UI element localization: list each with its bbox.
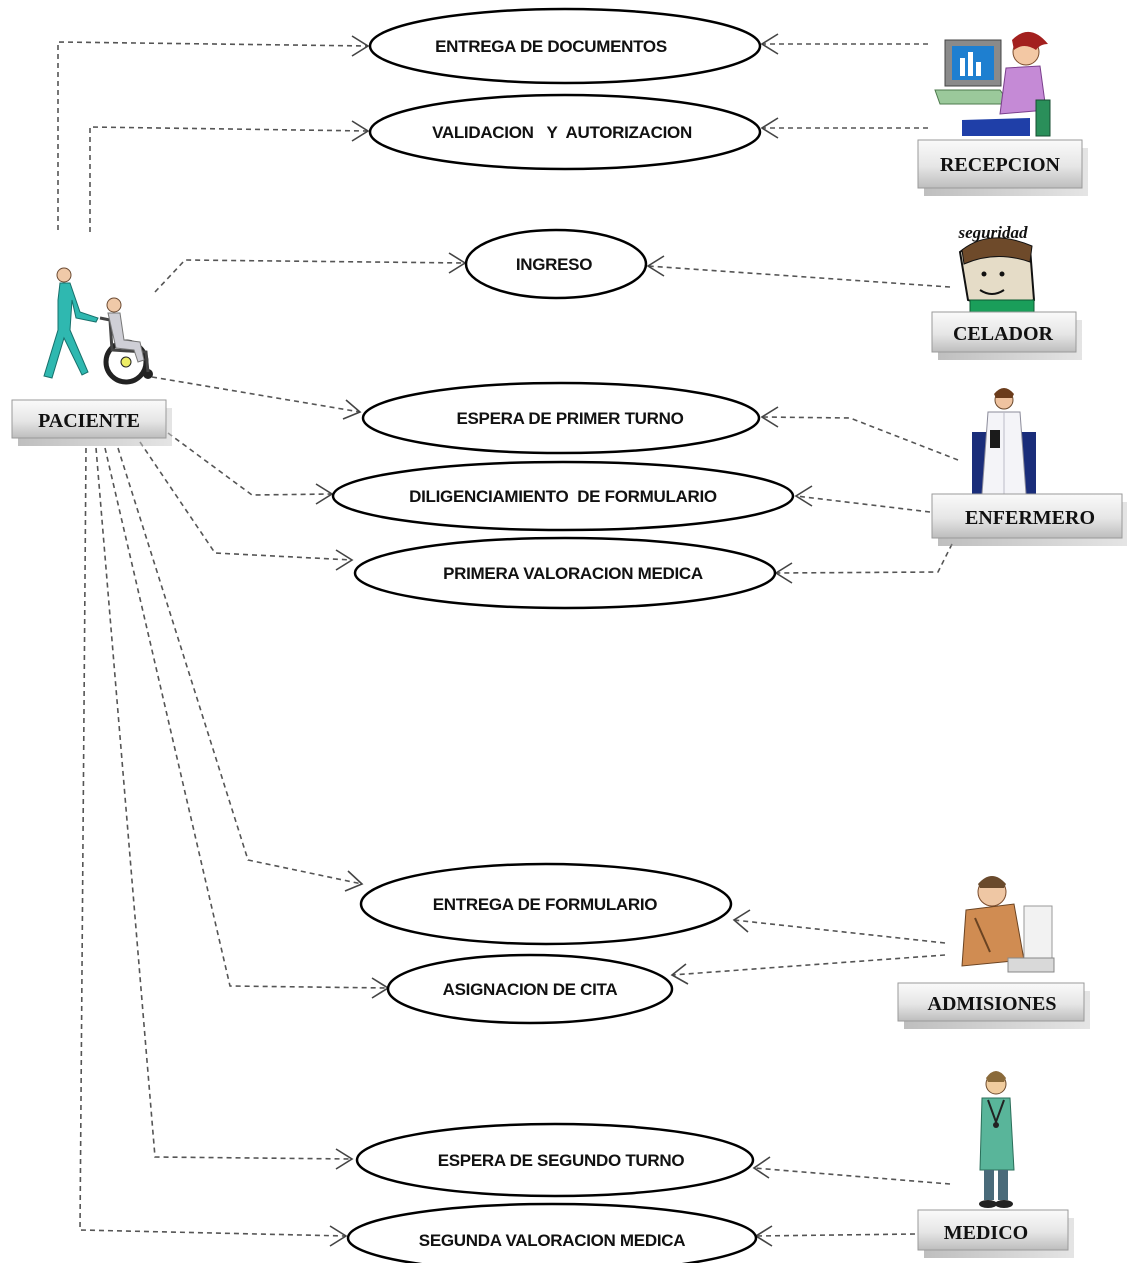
connector-enfermero-espera-primer [761, 416, 959, 461]
use-case-segunda-valoracion: SEGUNDA VALORACION MEDICA [346, 1202, 758, 1263]
security-guard-icon: seguridad [958, 223, 1036, 313]
use-case-label: INGRESO [516, 255, 592, 274]
use-cases: ENTREGA DE DOCUMENTOS VALIDACION Y AUTOR… [331, 7, 795, 1263]
actor-admisiones: ADMISIONES [897, 982, 1090, 1029]
use-case-label: ESPERA DE SEGUNDO TURNO [438, 1151, 685, 1170]
use-case-espera-segundo-turno: ESPERA DE SEGUNDO TURNO [355, 1122, 755, 1198]
connector-paciente-primera-valoracion [139, 441, 353, 561]
actor-label-admisiones: ADMISIONES [928, 993, 1057, 1015]
arrowhead-entrega-documentos-right [760, 33, 779, 55]
receptionist-computer-icon [934, 31, 1051, 137]
use-case-label: PRIMERA VALORACION MEDICA [443, 564, 703, 583]
use-case-label: ENTREGA DE FORMULARIO [433, 895, 658, 914]
connector-admisiones-asignacion [671, 954, 946, 976]
arrowhead-diligenciamiento-right [794, 485, 813, 507]
actor-paciente: PACIENTE [11, 399, 172, 446]
connector-paciente-entrega-formulario [117, 447, 363, 885]
connector-medico-segunda-valoracion [755, 1233, 916, 1237]
connector-paciente-entrega-documentos [57, 41, 369, 230]
arrowhead-entrega-documentos-left [351, 35, 370, 57]
arrowhead-espera-primer-right [760, 406, 779, 428]
use-case-primera-valoracion: PRIMERA VALORACION MEDICA [353, 536, 777, 610]
actor-celador: CELADOR [931, 311, 1082, 360]
use-case-label: VALIDACION Y AUTORIZACION [432, 123, 692, 142]
arrowhead-espera-segundo-left [335, 1148, 354, 1170]
use-case-validacion: VALIDACION Y AUTORIZACION [368, 93, 762, 171]
arrowhead-asignacion-right [670, 963, 689, 985]
actor-label-paciente: PACIENTE [38, 410, 140, 432]
actor-label-medico: MEDICO [944, 1222, 1028, 1244]
connector-paciente-segunda-valoracion [79, 447, 347, 1237]
security-badge-text: seguridad [958, 223, 1028, 242]
use-case-label: ESPERA DE PRIMER TURNO [456, 409, 683, 428]
use-case-label: ENTREGA DE DOCUMENTOS [435, 37, 667, 56]
use-case-diligenciamiento: DILIGENCIAMIENTO DE FORMULARIO [331, 460, 795, 532]
arrowhead-ingreso-right [646, 255, 665, 277]
connector-celador-ingreso [647, 265, 951, 288]
arrowhead-espera-segundo-right [752, 1156, 771, 1179]
connector-paciente-validacion [89, 126, 369, 232]
arrowheads [315, 33, 813, 1247]
use-case-entrega-formulario: ENTREGA DE FORMULARIO [359, 862, 733, 946]
actor-label-celador: CELADOR [953, 323, 1054, 345]
arrowhead-validacion-left [351, 120, 370, 142]
use-case-espera-primer-turno: ESPERA DE PRIMER TURNO [361, 381, 761, 455]
actor-enfermero: ENFERMERO [931, 493, 1127, 546]
admissions-clerk-icon [961, 876, 1055, 973]
doctor-icon [979, 1071, 1015, 1208]
connector-medico-espera-segundo [753, 1167, 951, 1185]
use-case-ingreso: INGRESO [464, 228, 648, 300]
actor-label-enfermero: ENFERMERO [965, 507, 1095, 529]
connector-paciente-ingreso [154, 259, 466, 293]
use-case-entrega-documentos: ENTREGA DE DOCUMENTOS [368, 7, 762, 85]
arrowhead-segunda-valoracion-left [329, 1225, 348, 1247]
connectors [57, 41, 959, 1237]
arrowhead-entrega-formulario-left [344, 870, 364, 892]
actor-recepcion: RECEPCION [917, 139, 1088, 196]
connector-admisiones-entrega-formulario [733, 919, 946, 944]
connector-paciente-asignacion [104, 447, 389, 989]
actor-label-recepcion: RECEPCION [940, 154, 1061, 176]
use-case-label: ASIGNACION DE CITA [443, 980, 618, 999]
use-case-asignacion-cita: ASIGNACION DE CITA [386, 953, 674, 1025]
connector-paciente-diligenciamiento [167, 432, 333, 496]
actor-medico: MEDICO [917, 1209, 1074, 1258]
connector-enfermero-diligenciamiento [795, 495, 931, 513]
connector-paciente-espera-primer [151, 376, 361, 413]
arrowhead-primera-valoracion-left [335, 549, 354, 571]
arrowhead-entrega-formulario-right [732, 909, 751, 933]
connector-enfermero-primera-valoracion [775, 543, 953, 574]
arrowhead-espera-primer-left [342, 399, 362, 420]
use-case-label: DILIGENCIAMIENTO DE FORMULARIO [409, 487, 717, 506]
connector-paciente-espera-segundo [95, 447, 353, 1160]
patient-wheelchair-icon [43, 267, 153, 385]
arrowhead-diligenciamiento-left [315, 483, 334, 505]
nurse-icon [972, 388, 1036, 495]
arrowhead-validacion-right [760, 117, 779, 139]
use-case-label: SEGUNDA VALORACION MEDICA [419, 1231, 685, 1250]
